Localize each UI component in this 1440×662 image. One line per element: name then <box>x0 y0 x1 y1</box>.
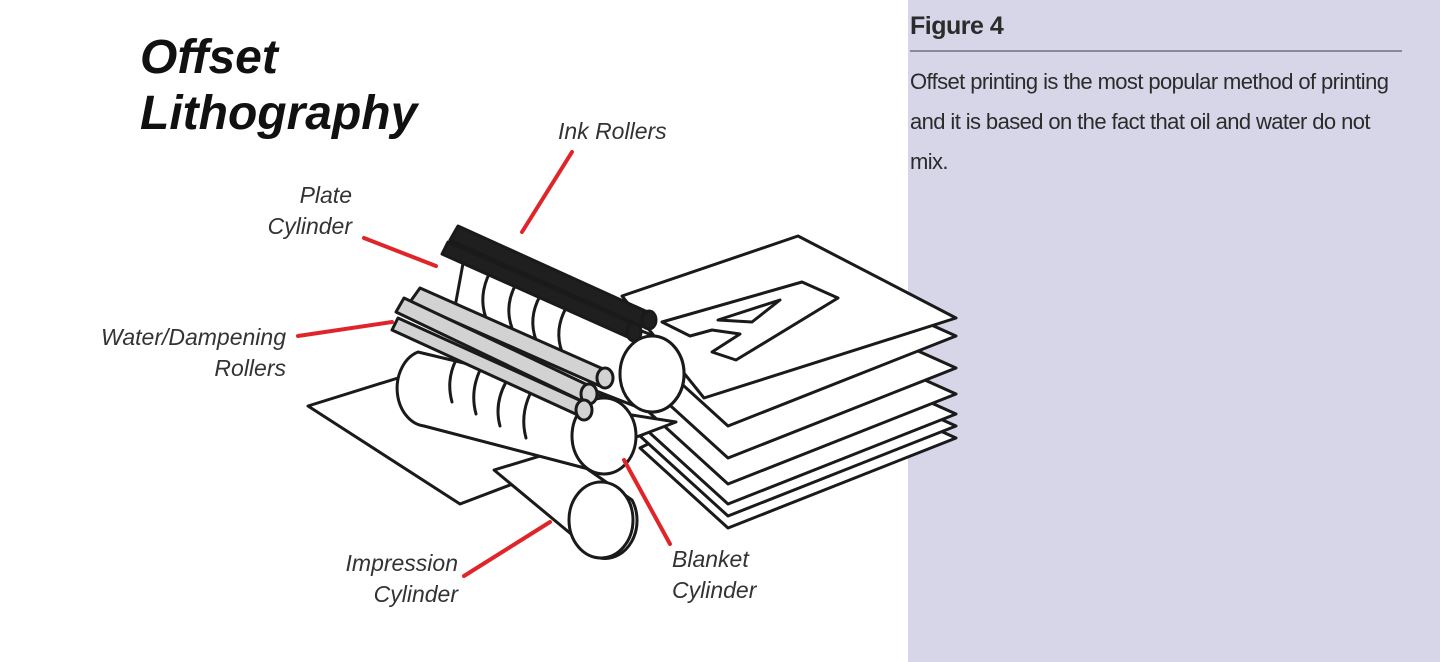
plate-cylinder-end <box>618 334 686 414</box>
diagram-title: Offset Lithography <box>140 30 417 142</box>
blanket-cylinder-label-line2: Cylinder <box>672 577 757 603</box>
plate-cylinder-label: Plate Cylinder <box>252 180 352 242</box>
blanket-cylinder-label: Blanket Cylinder <box>672 544 756 606</box>
water-rollers-label-line1: Water/Dampening <box>101 324 286 350</box>
water-rollers-label: Water/Dampening Rollers <box>60 322 286 384</box>
figure-heading: Figure 4 <box>910 12 1004 40</box>
impression-cylinder-label: Impression Cylinder <box>310 548 458 610</box>
blanket-cylinder-leader <box>622 458 672 546</box>
impression-cylinder-label-line2: Cylinder <box>373 581 458 607</box>
printed-letter-a-counter <box>716 298 782 324</box>
figure-caption: Offset printing is the most popular meth… <box>910 69 1389 174</box>
diagram-title-line2: Lithography <box>140 87 418 140</box>
water-rollers-leader <box>296 320 394 338</box>
blanket-cylinder-label-line1: Blanket <box>672 546 749 572</box>
impression-cylinder-leader <box>462 520 552 578</box>
figure-heading-divider <box>910 50 1402 52</box>
water-rollers-label-line2: Rollers <box>214 355 286 381</box>
plate-cylinder-label-line1: Plate <box>299 182 352 208</box>
plate-cylinder-leader <box>362 236 438 268</box>
ink-rollers-label: Ink Rollers <box>558 116 667 147</box>
water-dampening-rollers <box>390 286 615 422</box>
ink-rollers <box>440 224 658 343</box>
diagram-title-line1: Offset <box>140 31 278 84</box>
ink-rollers-leader <box>520 150 574 234</box>
plate-cylinder-label-line2: Cylinder <box>267 213 352 239</box>
impression-cylinder-label-line1: Impression <box>345 550 458 576</box>
figure-panel <box>908 0 1440 662</box>
impression-cylinder-end <box>567 480 635 560</box>
ink-rollers-label-text: Ink Rollers <box>558 118 667 144</box>
